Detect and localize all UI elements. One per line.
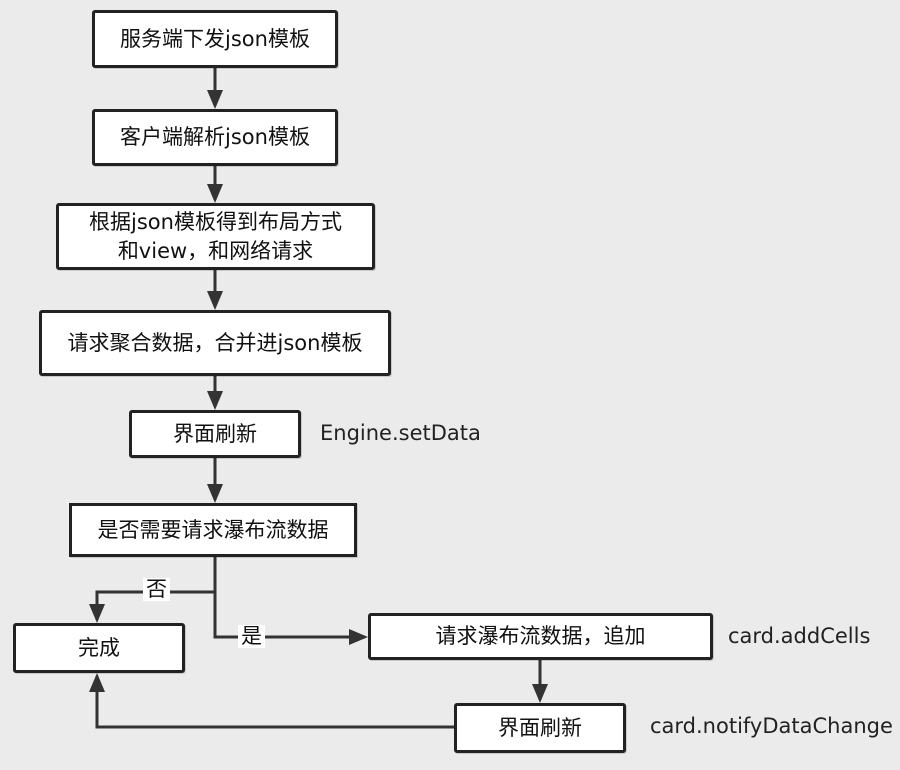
node-client-parse-template: 客户端解析json模板 xyxy=(92,109,338,166)
node-done: 完成 xyxy=(13,623,185,673)
node-refresh-ui-2-label: 界面刷新 xyxy=(498,715,582,740)
node-refresh-ui-2: 界面刷新 xyxy=(454,703,626,753)
node-done-label: 完成 xyxy=(78,635,120,660)
arrowhead-n8-n9 xyxy=(532,684,548,703)
arrowhead-n3-n4 xyxy=(207,291,223,310)
node-request-aggregate-data: 请求聚合数据，合并进json模板 xyxy=(39,310,391,376)
node-server-send-template-label: 服务端下发json模板 xyxy=(120,26,310,51)
node-get-layout-line1: 根据json模板得到布局方式 xyxy=(89,209,342,234)
node-get-layout-line2: 和view，和网络请求 xyxy=(117,238,314,263)
node-request-waterfall-append-label: 请求瀑布流数据，追加 xyxy=(435,624,646,649)
node-server-send-template: 服务端下发json模板 xyxy=(92,10,338,68)
node-refresh-ui-1: 界面刷新 xyxy=(129,410,301,458)
arrowhead-n1-n2 xyxy=(207,90,223,109)
note-card-addcells: card.addCells xyxy=(728,624,871,648)
note-engine-setdata: Engine.setData xyxy=(320,421,481,445)
arrowhead-n6-n7 xyxy=(89,604,105,623)
arrowhead-n2-n3 xyxy=(207,184,223,203)
node-decision-waterfall-label: 是否需要请求瀑布流数据 xyxy=(97,517,329,542)
node-decision-waterfall: 是否需要请求瀑布流数据 xyxy=(69,503,357,557)
node-get-layout-and-requests: 根据json模板得到布局方式 和view，和网络请求 xyxy=(56,203,375,270)
arrowhead-n6-n8 xyxy=(349,629,368,645)
arrowhead-n4-n5 xyxy=(207,391,223,410)
arrowhead-n9-n7 xyxy=(89,673,105,692)
edge-n6-n8 xyxy=(213,592,365,639)
node-request-aggregate-data-label: 请求聚合数据，合并进json模板 xyxy=(67,330,363,355)
edge-n9-n7 xyxy=(95,676,454,729)
edge-label-yes: 是 xyxy=(238,624,265,649)
node-refresh-ui-1-label: 界面刷新 xyxy=(173,421,257,446)
node-client-parse-template-label: 客户端解析json模板 xyxy=(120,125,310,150)
edge-label-no: 否 xyxy=(143,577,170,602)
note-card-notifydatachange: card.notifyDataChange xyxy=(650,714,893,738)
node-request-waterfall-append: 请求瀑布流数据，追加 xyxy=(368,613,713,660)
arrowhead-n5-n6 xyxy=(207,484,223,503)
